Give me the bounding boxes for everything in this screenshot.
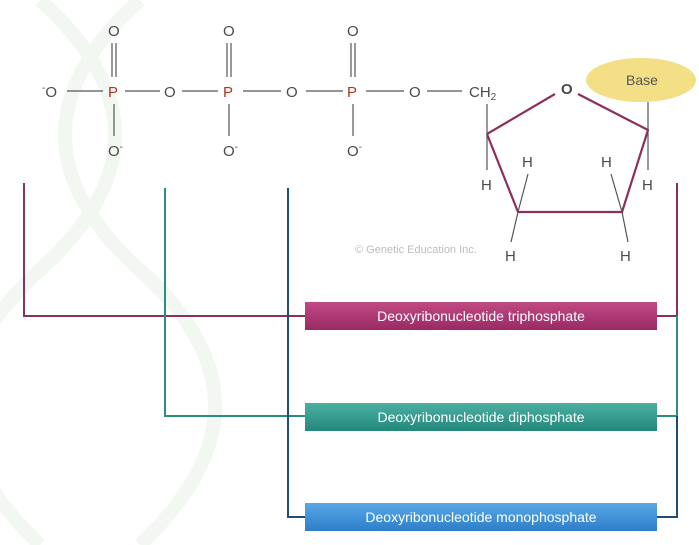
dna-helix-background: [0, 0, 222, 545]
bracket-monophosphate: [287, 188, 678, 518]
ring-oxygen: O: [561, 81, 573, 98]
label-triphosphate: Deoxyribonucleotide triphosphate: [305, 302, 657, 330]
phosphorus-beta: P: [223, 84, 233, 101]
hydrogen-c3-up: H: [522, 154, 533, 171]
ch2-group: CH2: [469, 84, 497, 103]
phosphorus-gamma: P: [108, 84, 118, 101]
oxygen-charged-gamma: O-: [108, 142, 123, 160]
phosphate-single-bonds: [113, 104, 354, 136]
hydrogen-c3-down: H: [505, 248, 516, 265]
oxygen-charged-alpha: O-: [347, 142, 362, 160]
oxygen-double-alpha: O: [347, 23, 359, 40]
hydrogen-c4: H: [481, 177, 492, 194]
oxygen-double-gamma: O: [108, 23, 120, 40]
hydrogen-c1: H: [642, 177, 653, 194]
phosphorus-alpha: P: [347, 84, 357, 101]
hydrogen-c2-up: H: [601, 154, 612, 171]
oxygen-charged-left: -O: [42, 83, 57, 101]
phosphate-double-bonds: [111, 43, 356, 77]
base-label: Base: [626, 72, 658, 88]
oxygen-double-beta: O: [223, 23, 235, 40]
sugar-ring: [485, 93, 650, 214]
oxygen-charged-beta: O-: [223, 142, 238, 160]
hydrogen-c2-down: H: [620, 248, 631, 265]
oxygen-bridge-3: O: [409, 84, 421, 101]
base-ellipse: [586, 58, 696, 102]
oxygen-bridge-1: O: [164, 84, 176, 101]
label-diphosphate: Deoxyribonucleotide diphosphate: [305, 403, 657, 431]
oxygen-bridge-2: O: [286, 84, 298, 101]
watermark-text: © Genetic Education Inc.: [355, 244, 477, 256]
label-monophosphate: Deoxyribonucleotide monophosphate: [305, 503, 657, 531]
